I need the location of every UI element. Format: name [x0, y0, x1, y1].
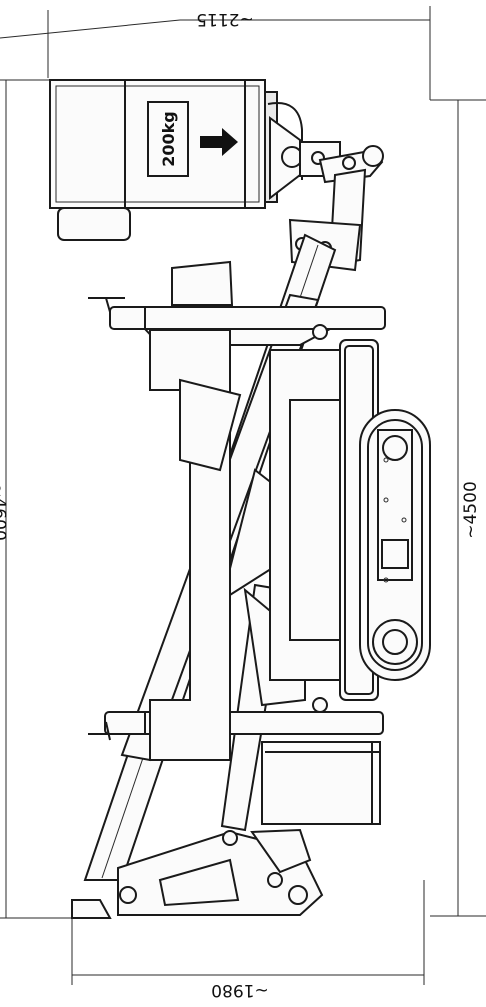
crawler-track: [339, 339, 431, 701]
load-arrow-icon: [200, 128, 238, 156]
work-basket: 200kg: [49, 79, 278, 241]
dimension-top: ~2115: [0, 6, 431, 100]
dimension-left-label: ~4600: [0, 483, 9, 541]
dimension-right: ~4500: [430, 99, 486, 917]
dimension-top-label: ~2115: [196, 9, 254, 29]
base-pivot: [71, 828, 324, 919]
outrigger-lower: [88, 697, 384, 741]
outrigger-upper: [88, 297, 386, 346]
basket-capacity-label: 200kg: [159, 111, 178, 167]
dimension-bottom: ~1980: [71, 880, 425, 1000]
dimension-right-label: ~4500: [461, 481, 481, 539]
chassis: [149, 260, 381, 825]
dimension-left: ~4600: [0, 79, 72, 919]
dimension-bottom-label: ~1980: [211, 980, 269, 1000]
